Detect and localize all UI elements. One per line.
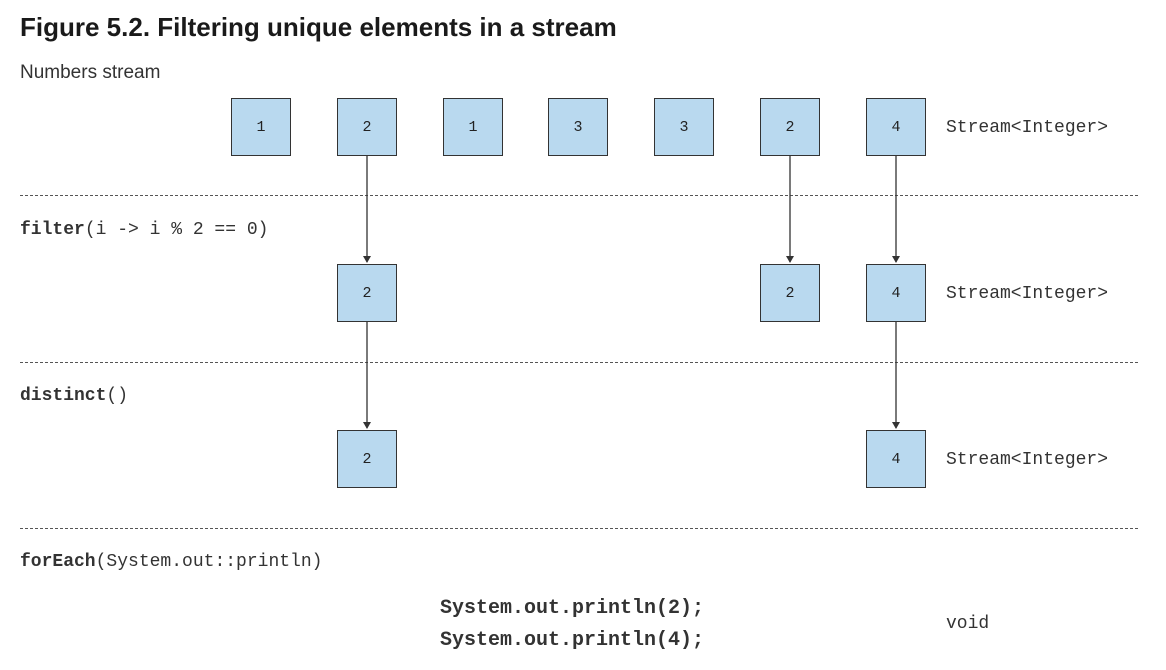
foreach-operation-label: forEach(System.out::println) <box>20 552 322 572</box>
source-element-4: 3 <box>548 98 608 156</box>
foreach-op-name: forEach <box>20 552 96 572</box>
filter-element-3: 4 <box>866 264 926 322</box>
foreach-output-line-2: System.out.println(4); <box>440 629 705 652</box>
foreach-op-args: (System.out::println) <box>95 552 323 572</box>
source-element-3: 1 <box>443 98 503 156</box>
distinct-operation-label: distinct() <box>20 386 128 406</box>
source-element-7: 4 <box>866 98 926 156</box>
stage-divider-3 <box>20 528 1138 529</box>
distinct-op-args: () <box>106 386 129 406</box>
foreach-type-label: void <box>946 614 990 634</box>
filter-op-args: (i -> i % 2 == 0) <box>84 220 269 240</box>
foreach-output-line-1: System.out.println(2); <box>440 597 705 620</box>
source-element-1: 1 <box>231 98 291 156</box>
distinct-type-label: Stream<Integer> <box>946 450 1109 470</box>
source-element-5: 3 <box>654 98 714 156</box>
figure-title: Figure 5.2. Filtering unique elements in… <box>20 12 617 42</box>
stage-divider-2 <box>20 362 1138 363</box>
filter-element-1: 2 <box>337 264 397 322</box>
source-element-6: 2 <box>760 98 820 156</box>
distinct-op-name: distinct <box>20 386 107 406</box>
filter-element-2: 2 <box>760 264 820 322</box>
distinct-element-2: 4 <box>866 430 926 488</box>
filter-op-name: filter <box>20 220 85 240</box>
filter-type-label: Stream<Integer> <box>946 284 1109 304</box>
source-type-label: Stream<Integer> <box>946 118 1109 138</box>
source-label: Numbers stream <box>20 62 161 83</box>
stage-divider-1 <box>20 195 1138 196</box>
filter-operation-label: filter(i -> i % 2 == 0) <box>20 220 268 240</box>
distinct-element-1: 2 <box>337 430 397 488</box>
source-element-2: 2 <box>337 98 397 156</box>
